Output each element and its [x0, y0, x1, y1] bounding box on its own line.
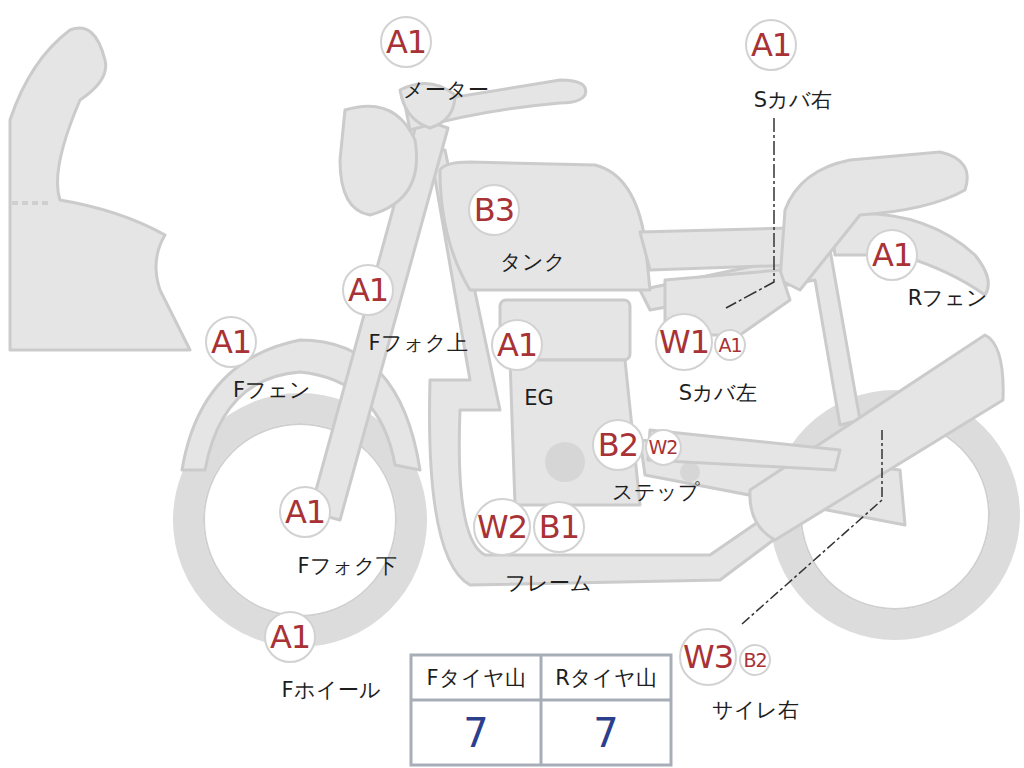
callout-code: A1	[270, 619, 310, 655]
callout-code: W1	[659, 324, 709, 360]
callout-code: B1	[539, 509, 579, 545]
damage-code-circle: A1	[491, 319, 543, 371]
callout-code: W2	[477, 509, 527, 545]
callout-code: W2	[649, 436, 678, 458]
callout-code: A1	[348, 272, 388, 308]
damage-code-circle: B3	[468, 184, 520, 236]
callout-code: A1	[497, 327, 537, 363]
muffler	[750, 335, 1003, 540]
damage-code-circle: W3	[679, 628, 737, 686]
callout-code: B2	[598, 427, 638, 463]
part-name: Sカバ右	[754, 86, 832, 114]
damage-code-circle: A1	[866, 229, 918, 281]
damage-code-circle: A1	[205, 316, 257, 368]
damage-code-circle: A1	[380, 16, 432, 68]
leader-line	[726, 118, 774, 308]
part-name: タンク	[500, 248, 566, 276]
table-header: Rタイヤ山	[555, 664, 657, 692]
frame	[430, 150, 801, 585]
damage-code-circle: W1	[655, 313, 713, 371]
part-name: フレーム	[505, 569, 592, 597]
fairing	[10, 28, 190, 350]
part-name: Fフォク上	[368, 329, 467, 357]
part-name: ステップ	[612, 478, 700, 506]
damage-code-circle: A1	[279, 486, 331, 538]
damage-code-circle: W2	[473, 498, 531, 556]
tail	[780, 152, 967, 290]
rear-fender	[830, 213, 988, 295]
callout-code: W3	[683, 639, 733, 675]
part-name: Fフォク下	[297, 552, 396, 580]
leader-line	[742, 430, 882, 624]
part-name: メーター	[403, 76, 489, 104]
damage-code-circle: A1	[745, 19, 797, 71]
callout-code: B3	[474, 192, 514, 228]
damage-code-circle: B2	[739, 644, 771, 676]
callout-code: B2	[743, 649, 766, 671]
callout-code: A1	[285, 494, 325, 530]
table-header: Fタイヤ山	[426, 664, 525, 692]
step	[648, 430, 840, 470]
front-wheel	[188, 408, 412, 632]
table-frame	[411, 655, 671, 765]
part-name: Fフェン	[233, 376, 311, 404]
tank	[440, 162, 650, 290]
table-value: 7	[463, 710, 488, 756]
damage-code-circle: B2	[592, 419, 644, 471]
part-name: Fホイール	[281, 676, 380, 704]
part-name: サイレ右	[712, 696, 799, 724]
damage-code-circle: W2	[645, 429, 682, 466]
headlight	[340, 106, 417, 215]
callout-code: A1	[211, 324, 251, 360]
callout-code: A1	[751, 27, 791, 63]
damage-code-circle: A1	[714, 329, 746, 361]
damage-code-circle: A1	[342, 264, 394, 316]
damage-code-circle: B1	[533, 501, 585, 553]
callout-code: A1	[872, 237, 912, 273]
part-name: Rフェン	[908, 284, 989, 312]
part-name: EG	[524, 386, 554, 410]
seat	[640, 228, 795, 270]
part-name: Sカバ左	[679, 379, 757, 407]
table-value: 7	[593, 710, 618, 756]
callout-code: A1	[718, 334, 741, 356]
damage-code-circle: A1	[264, 611, 316, 663]
callout-code: A1	[386, 24, 426, 60]
